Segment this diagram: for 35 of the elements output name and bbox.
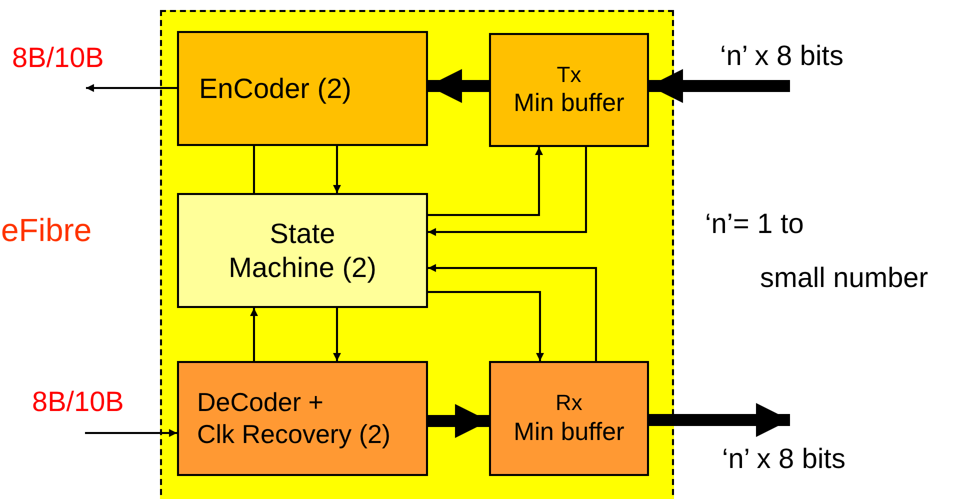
- arrow: [649, 403, 790, 437]
- block-label: Clk Recovery (2): [197, 418, 391, 450]
- encoder-block: [177, 31, 428, 146]
- module-region: [160, 10, 674, 499]
- connector-line: [253, 146, 255, 193]
- arrow: [85, 429, 177, 437]
- range-note: small number: [760, 262, 928, 294]
- block-label: DeCoder +: [197, 387, 324, 418]
- block-label: Tx: [556, 62, 582, 88]
- arrow: [428, 264, 597, 361]
- arrow: [333, 146, 341, 193]
- arrow: [86, 84, 177, 92]
- signal-label: 8B/10B: [12, 42, 104, 74]
- data-width-label: ‘n’ x 8 bits: [722, 443, 846, 475]
- state-machine-block: [177, 193, 428, 308]
- tx-buffer-block: [489, 33, 649, 147]
- block-label: Min buffer: [514, 416, 624, 447]
- data-width-label: ‘n’ x 8 bits: [720, 40, 844, 72]
- block-label: Rx: [556, 390, 582, 417]
- arrow: [428, 147, 543, 216]
- block-label: State Machine (2): [228, 216, 378, 284]
- block-label: EnCoder (2): [199, 72, 352, 106]
- arrow: [428, 291, 544, 361]
- range-note: ‘n’= 1 to: [705, 208, 804, 240]
- arrow: [428, 404, 489, 438]
- arrow: [333, 308, 341, 361]
- decoder-block: [177, 361, 428, 476]
- arrow: [250, 308, 258, 361]
- signal-label: 8B/10B: [32, 386, 124, 418]
- block-label: Min buffer: [514, 88, 624, 118]
- title-fragment: eFibre: [1, 212, 92, 249]
- arrow: [428, 147, 587, 236]
- arrow: [428, 69, 489, 103]
- rx-buffer-block: [489, 361, 649, 476]
- arrow: [649, 69, 790, 103]
